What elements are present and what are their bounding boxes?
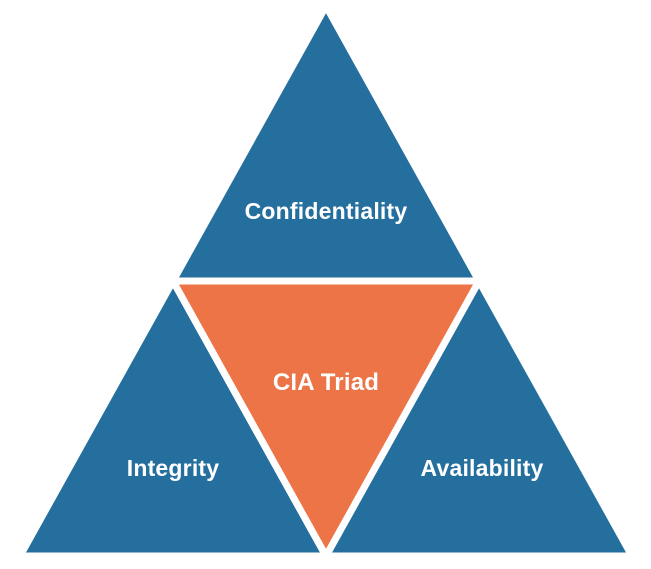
cia-triad-center-label: CIA Triad (273, 369, 379, 396)
integrity-label: Integrity (127, 455, 220, 481)
confidentiality-label: Confidentiality (245, 198, 408, 224)
availability-label: Availability (421, 455, 544, 481)
confidentiality-triangle (167, 0, 485, 285)
cia-triad-center-triangle (167, 277, 485, 564)
